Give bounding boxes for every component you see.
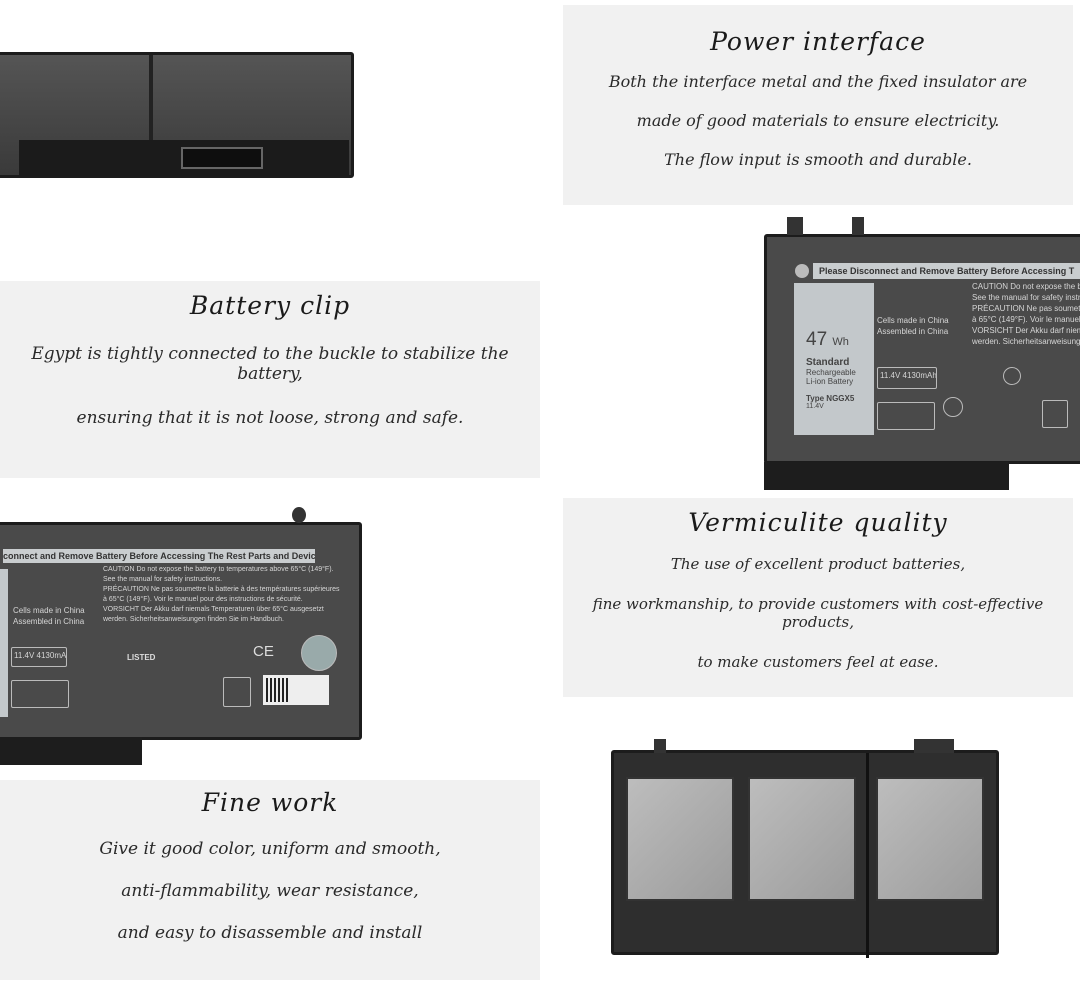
panel-line: Egypt is tightly connected to the buckle… bbox=[31, 344, 509, 384]
chem-label: Li-ion Battery bbox=[806, 377, 854, 386]
connector-port bbox=[181, 147, 263, 169]
panel-line: and easy to disassemble and install bbox=[117, 923, 423, 943]
battery-cell bbox=[876, 777, 984, 901]
warning-strip: Please Disconnect and Remove Battery Bef… bbox=[813, 263, 1080, 279]
panel-title: Fine work bbox=[201, 788, 339, 817]
panel-line: Both the interface metal and the fixed i… bbox=[608, 72, 1028, 91]
type-label: Type NGGX5 bbox=[806, 394, 855, 403]
voltage-label: 11.4V bbox=[806, 403, 824, 410]
rating-box: 11.4V 4130mAh bbox=[11, 647, 67, 667]
fine-work-panel: Fine work Give it good color, uniform an… bbox=[0, 780, 540, 980]
recycle-icon bbox=[1042, 400, 1068, 428]
rating-box: 11.4V 4130mAh bbox=[877, 367, 937, 389]
seal-icon bbox=[301, 635, 337, 671]
panel-title: Battery clip bbox=[189, 291, 351, 320]
panel-line: to make customers feel at ease. bbox=[697, 653, 939, 671]
battery-label-photo-left: connect and Remove Battery Before Access… bbox=[0, 507, 362, 765]
battery-label-photo-right: Please Disconnect and Remove Battery Bef… bbox=[764, 217, 1080, 490]
warning-strip: connect and Remove Battery Before Access… bbox=[3, 549, 315, 563]
battery-cell bbox=[626, 777, 734, 901]
ul-listed: LISTED bbox=[127, 653, 156, 662]
rechargeable-label: Rechargeable bbox=[806, 368, 856, 377]
panel-line: The flow input is smooth and durable. bbox=[664, 150, 972, 169]
panel-line: The use of excellent product batteries, bbox=[670, 555, 966, 573]
vermiculite-quality-panel: Vermiculite quality The use of excellent… bbox=[563, 498, 1073, 697]
ce-mark: CE bbox=[253, 643, 274, 660]
panel-line: anti-flammability, wear resistance, bbox=[121, 881, 419, 901]
ul-icon bbox=[1003, 367, 1021, 385]
battery-cells-photo bbox=[611, 739, 999, 958]
battery-cell bbox=[748, 777, 856, 901]
panel-title: Vermiculite quality bbox=[688, 508, 948, 537]
capacity-unit: Wh bbox=[832, 336, 849, 348]
crossed-bin-icon bbox=[223, 677, 251, 707]
battery-clip-panel: Battery clip Egypt is tightly connected … bbox=[0, 281, 540, 478]
standard-label: Standard bbox=[806, 357, 850, 368]
recycle-icon bbox=[877, 402, 935, 430]
panel-line: fine workmanship, to provide customers w… bbox=[592, 595, 1044, 631]
caution-text: CAUTION Do not expose the battery to tem… bbox=[103, 566, 340, 623]
panel-line: made of good materials to ensure electri… bbox=[636, 111, 1000, 130]
rohs-icon bbox=[943, 397, 963, 417]
battery-edge-photo bbox=[0, 52, 354, 178]
warning-icon bbox=[795, 264, 809, 278]
barcode-sticker bbox=[263, 675, 329, 705]
panel-title: Power interface bbox=[710, 27, 926, 56]
recycle-icon bbox=[11, 680, 69, 708]
panel-line: Give it good color, uniform and smooth, bbox=[99, 839, 441, 859]
panel-line: ensuring that it is not loose, strong an… bbox=[76, 408, 464, 428]
capacity-value: 47 bbox=[806, 329, 828, 350]
power-interface-panel: Power interface Both the interface metal… bbox=[563, 5, 1073, 205]
capacity-box: 47 Wh Standard Rechargeable Li-ion Batte… bbox=[794, 283, 874, 435]
